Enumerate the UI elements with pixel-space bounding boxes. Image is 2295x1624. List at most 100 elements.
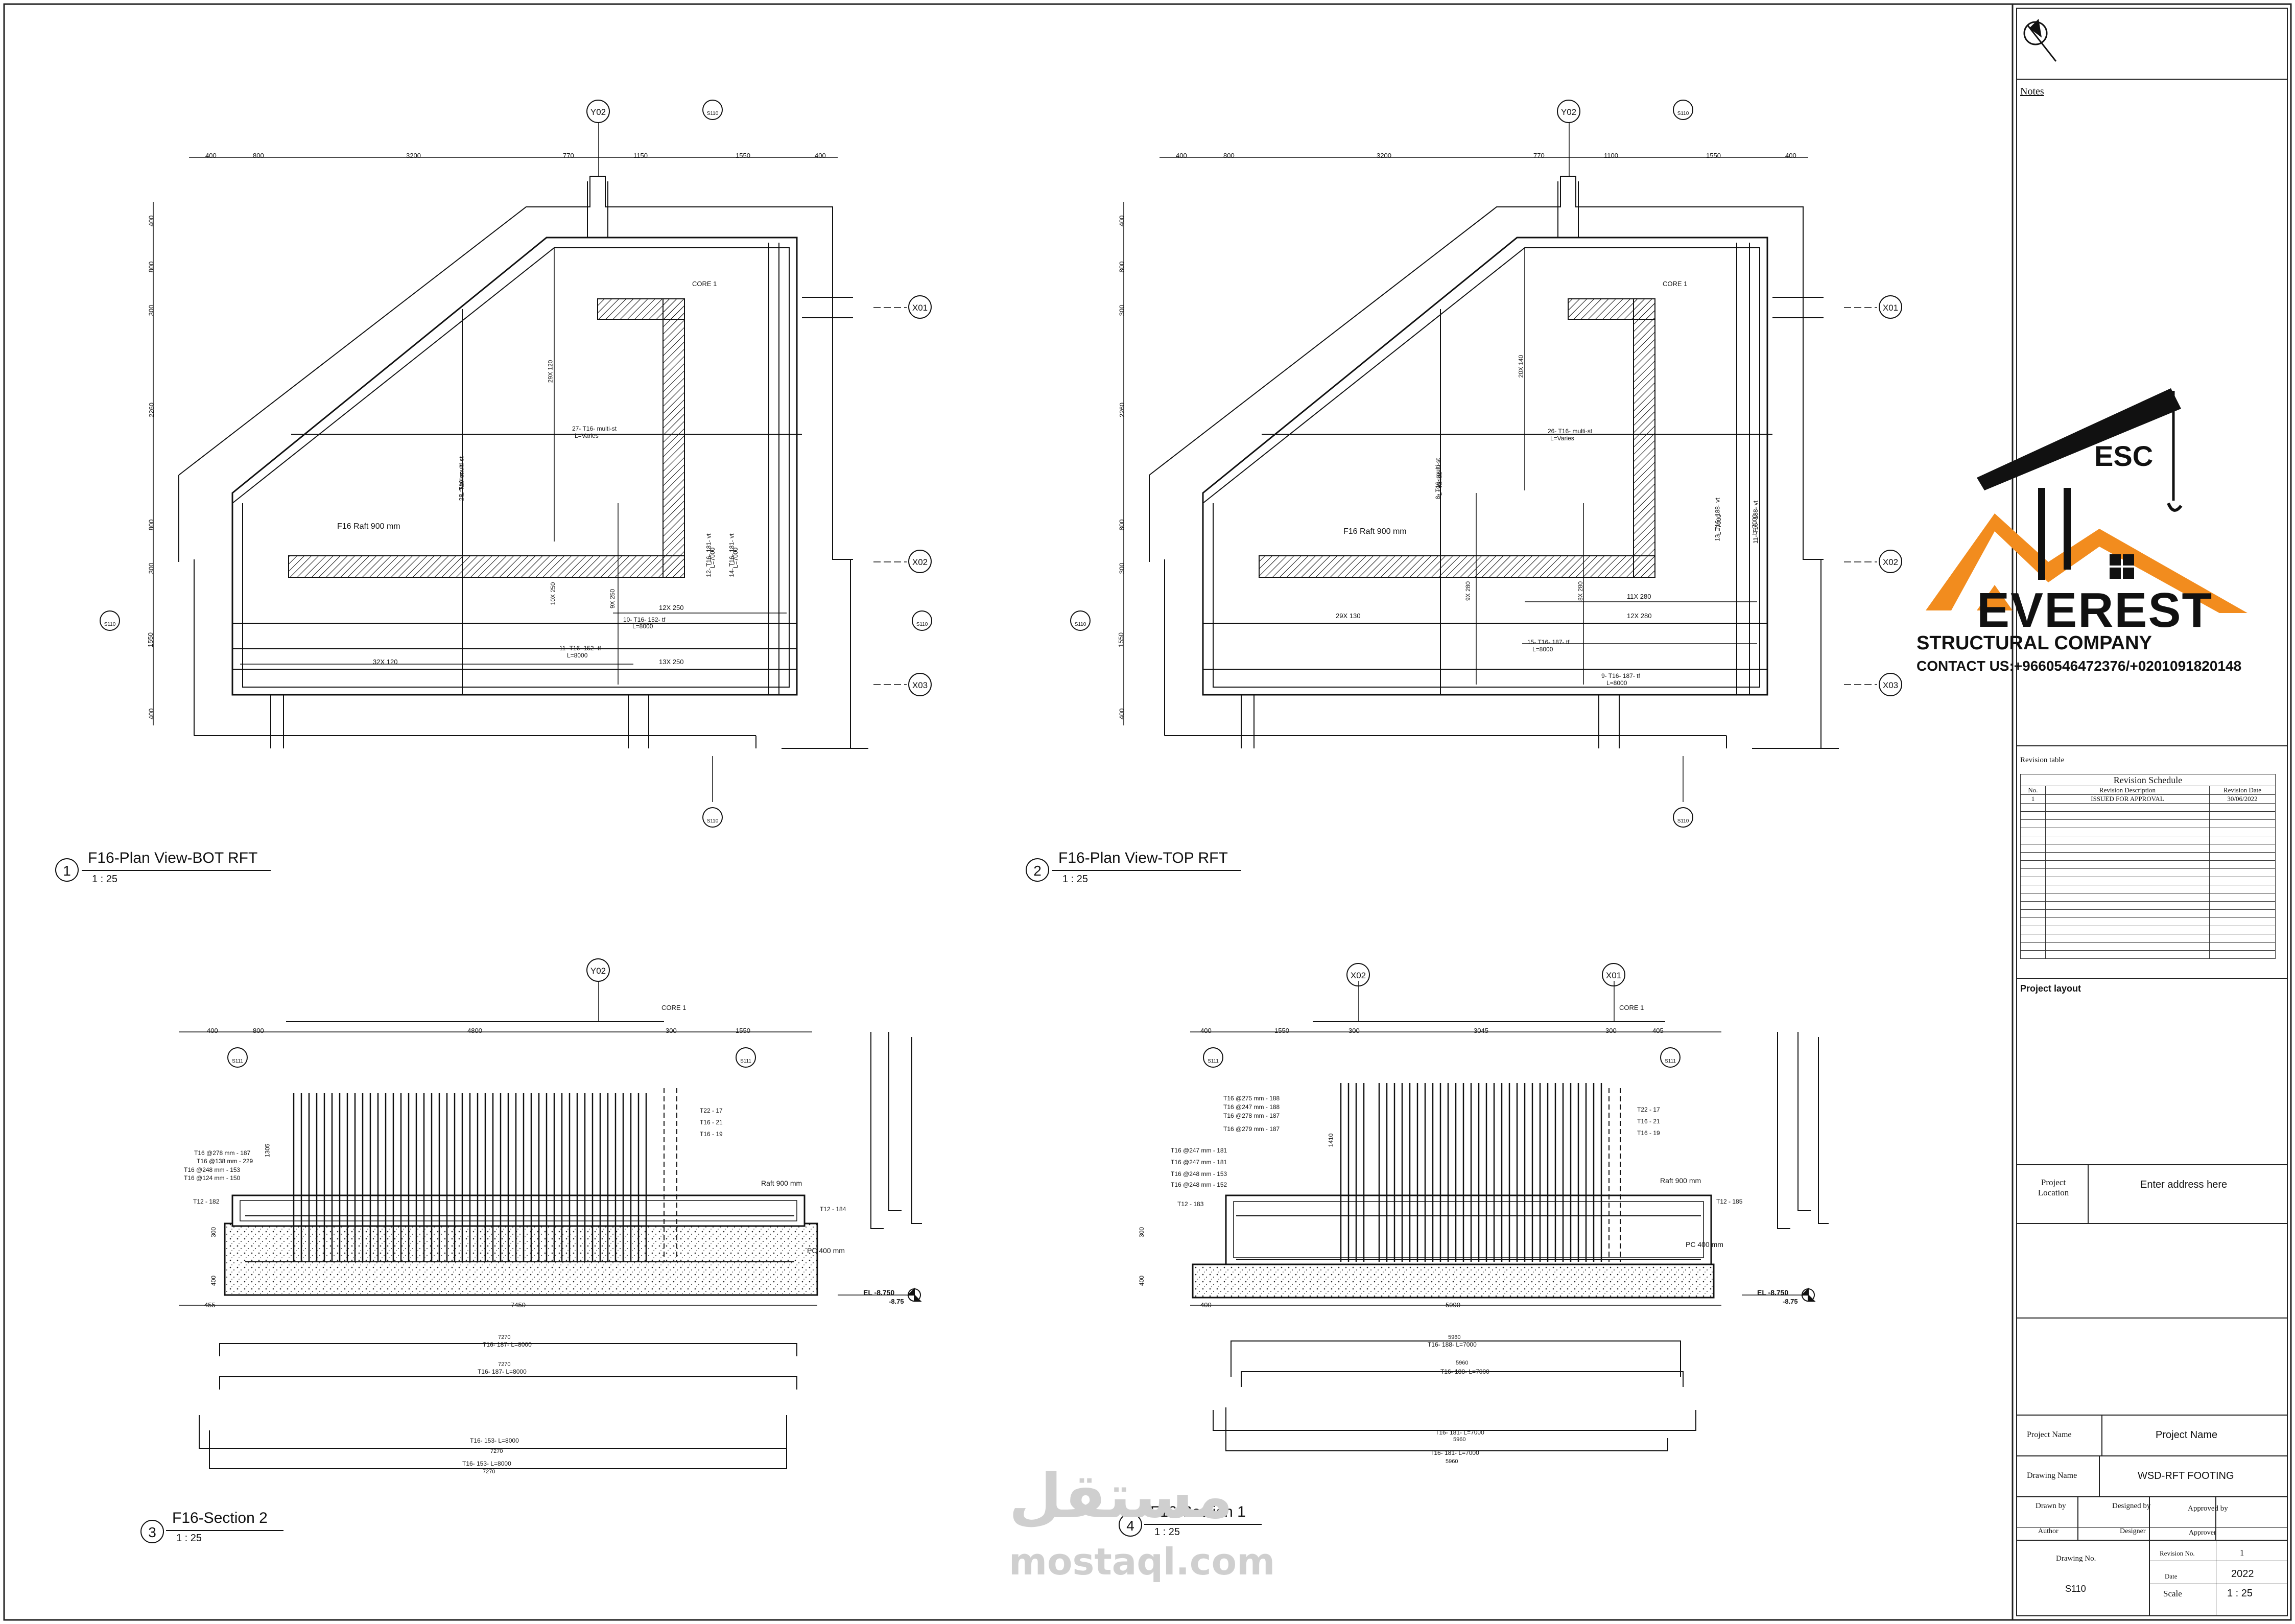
- dim-text: 800: [1223, 152, 1235, 159]
- elevation-label: EL -8.750: [863, 1288, 895, 1297]
- dim-text: 400: [1138, 1275, 1146, 1286]
- rebar-label: L=7000: [732, 547, 740, 569]
- rebar-label: T16 - 21: [1637, 1118, 1660, 1125]
- scale-label: Scale: [2163, 1589, 2182, 1598]
- grid-bubble-x03: X03: [908, 673, 932, 696]
- view-title-text: F16-Section 2: [172, 1510, 268, 1526]
- view-number: 1: [55, 858, 79, 882]
- table-row: [2020, 942, 2276, 951]
- section-marker[interactable]: S110: [702, 100, 723, 120]
- section-marker[interactable]: S110: [1673, 807, 1693, 828]
- grid-bubble-x01: X01: [908, 295, 932, 319]
- bar-length: 5960: [1456, 1360, 1469, 1366]
- dim-text: 1150: [633, 152, 648, 159]
- project-name-value[interactable]: Project Name: [2156, 1429, 2218, 1441]
- rebar-label: T16 @247 mm - 181: [1171, 1147, 1227, 1154]
- dim-text: 300: [1605, 1027, 1617, 1034]
- dim-text: 400: [147, 708, 155, 720]
- rebar-label: L=7000: [1751, 514, 1759, 535]
- core-label: CORE 1: [1663, 280, 1688, 288]
- raft-label: Raft 900 mm: [761, 1179, 802, 1187]
- dim-text: 300: [1118, 304, 1126, 316]
- view-scale: 1 : 25: [92, 874, 118, 885]
- rebar-label: T12 - 182: [193, 1198, 220, 1205]
- grid-label: X01: [1882, 303, 1899, 313]
- bar-label: T16- 188- L=7000: [1428, 1341, 1477, 1348]
- grid-bubble-x02: X02: [1879, 550, 1902, 573]
- dim-text: 2260: [1118, 403, 1126, 417]
- dim-text: 1100: [1604, 152, 1618, 159]
- view-title-text: F16-Plan View-TOP RFT: [1058, 850, 1228, 866]
- dim-text: 1305: [264, 1143, 271, 1158]
- elevation-label: EL -8.750: [1757, 1288, 1789, 1297]
- revision-table-label: Revision table: [2020, 756, 2065, 764]
- elevation-label: -8.75: [1783, 1298, 1798, 1305]
- section-marker[interactable]: S110: [702, 807, 723, 828]
- bar-length: 7270: [498, 1361, 511, 1368]
- rebar-label: 11X 280: [1627, 593, 1651, 600]
- rebar-label: 26- T16- multi-st: [1548, 428, 1593, 435]
- section-marker[interactable]: S111: [227, 1047, 248, 1068]
- drawing-name-value[interactable]: WSD-RFT FOOTING: [2138, 1470, 2234, 1481]
- section-marker[interactable]: S110: [1673, 100, 1693, 120]
- table-row: [2020, 893, 2276, 902]
- titleblock-grid: [2017, 79, 2287, 1616]
- grid-bubble-x01: X01: [1879, 295, 1902, 319]
- grid-bubble-x02: X02: [1346, 963, 1370, 986]
- raft-label: F16 Raft 900 mm: [337, 522, 400, 531]
- raft-label: Raft 900 mm: [1660, 1176, 1701, 1185]
- drawing-no-value: S110: [2065, 1584, 2086, 1594]
- section-marker[interactable]: S110: [912, 610, 932, 631]
- section-1-drawing: [1190, 981, 1829, 1451]
- view-title-underline: [82, 870, 271, 871]
- rebar-label: 8X 280: [1577, 581, 1584, 601]
- rebar-label: T16 @279 mm - 187: [1223, 1125, 1280, 1133]
- view-number: 4: [1119, 1513, 1142, 1537]
- bar-length: 5960: [1453, 1437, 1466, 1443]
- grid-label: X01: [1605, 971, 1622, 980]
- section-2-dowels: [293, 1093, 647, 1262]
- view-scale: 1 : 25: [1154, 1526, 1180, 1538]
- dim-text: 300: [147, 304, 155, 316]
- section-marker[interactable]: S110: [1070, 610, 1091, 631]
- section-ref: S110: [1677, 818, 1689, 824]
- project-location-value[interactable]: Enter address here: [2140, 1179, 2228, 1190]
- table-row: [2020, 901, 2276, 910]
- table-row: [2020, 844, 2276, 853]
- dim-text: 4800: [467, 1027, 482, 1034]
- section-ref: S111: [232, 1058, 243, 1064]
- dim-text: 1550: [1706, 152, 1721, 159]
- bar-label: T16- 153- L=8000: [462, 1460, 511, 1467]
- bar-label: T16- 153- L=8000: [470, 1437, 519, 1444]
- core-label: CORE 1: [1619, 1004, 1644, 1011]
- section-marker[interactable]: S111: [1203, 1047, 1223, 1068]
- dim-text: 400: [1118, 708, 1126, 720]
- grid-label: X02: [912, 557, 928, 567]
- dim-text: 400: [205, 152, 217, 159]
- project-name-label: Project Name: [2027, 1430, 2072, 1439]
- bar-label: T16- 187- L=8000: [483, 1341, 532, 1348]
- view-title-text: F16-Plan View-BOT RFT: [88, 850, 258, 866]
- north-arrow-icon: [2023, 18, 2057, 62]
- table-row: [2020, 917, 2276, 926]
- rebar-label: 9X 250: [609, 589, 617, 609]
- section-2-drawing: [179, 981, 922, 1469]
- drawing-no-label: Drawing No.: [2056, 1555, 2096, 1563]
- section-ref: S110: [1677, 111, 1689, 116]
- drawing-name-label: Drawing Name: [2027, 1471, 2077, 1480]
- section-ref: S111: [740, 1058, 751, 1064]
- dim-text: 455: [204, 1301, 216, 1309]
- section-marker[interactable]: S110: [100, 610, 120, 631]
- dim-text: 400: [1200, 1027, 1212, 1034]
- watermark-arabic: مستقل: [1009, 1461, 1233, 1532]
- elevation-label: -8.75: [889, 1298, 904, 1305]
- section-marker[interactable]: S111: [1660, 1047, 1681, 1068]
- rebar-label: T16 @124 mm - 150: [184, 1174, 241, 1182]
- grid-label: X03: [1882, 680, 1899, 690]
- dim-text: 405: [1652, 1027, 1664, 1034]
- rebar-label: 10- T16- 152- tf: [623, 616, 666, 623]
- rebar-label: 11- T16- 152- tf: [559, 645, 601, 652]
- view-title-text: F16-Section 1: [1150, 1503, 1246, 1520]
- section-marker[interactable]: S111: [736, 1047, 756, 1068]
